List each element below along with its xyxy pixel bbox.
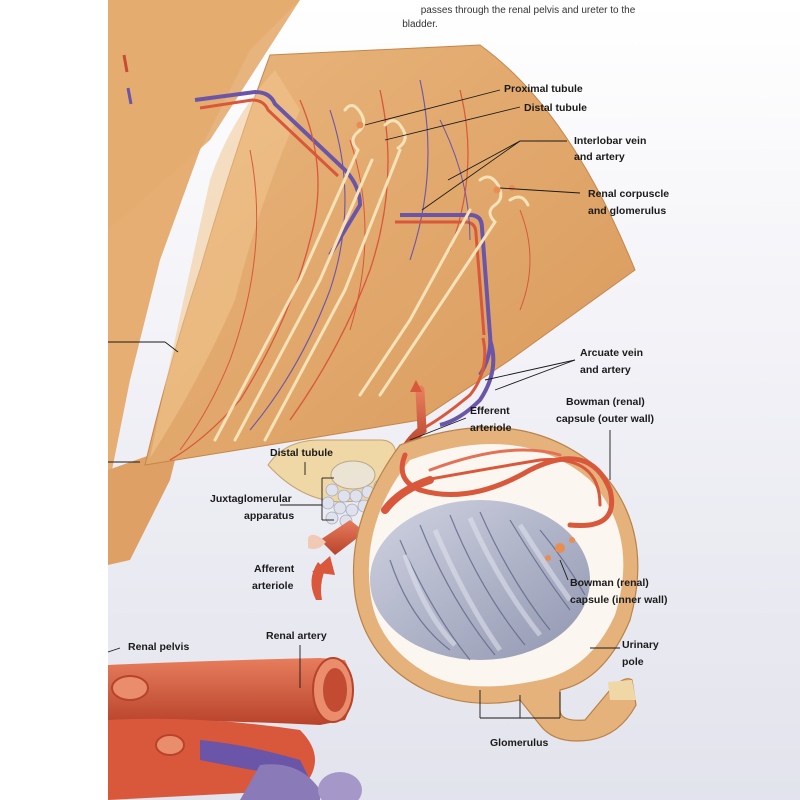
label-juxta-2: apparatus: [244, 510, 294, 522]
renal-artery-section: [108, 657, 362, 800]
label-bowman-inner-1: Bowman (renal): [570, 577, 649, 589]
label-afferent-2: arteriole: [252, 580, 294, 592]
pyramid-vessels: [169, 79, 531, 461]
label-efferent-2: arteriole: [470, 422, 512, 434]
leader-lines: [107, 89, 620, 719]
caption-line-2: bladder.: [402, 19, 438, 30]
caption-line-1: passes through the renal pelvis and uret…: [421, 5, 636, 16]
renal-corpuscle-dots: [356, 121, 515, 194]
label-distal-tubule-mid: Distal tubule: [270, 447, 333, 459]
afferent-arteriole: [308, 520, 365, 600]
label-bowman-outer-2: capsule (outer wall): [556, 413, 654, 425]
distal-tubule-segment: [267, 439, 397, 503]
label-afferent-1: Afferent: [254, 563, 295, 575]
pyramid-tubules: [213, 104, 530, 442]
label-urinary-pole-2: pole: [622, 656, 644, 668]
glomerulus-capillaries: [370, 500, 590, 661]
renal-pyramid: [144, 44, 636, 466]
label-juxta-1: Juxtaglomerular: [210, 493, 292, 505]
label-interlobar-1: Interlobar vein: [574, 135, 646, 147]
kidney-tissue: [108, 0, 300, 565]
label-efferent-1: Efferent: [470, 405, 510, 417]
efferent-arteriole-loops: [381, 448, 614, 529]
label-bowman-outer-1: Bowman (renal): [566, 396, 645, 408]
label-renal-artery: Renal artery: [266, 630, 327, 642]
label-interlobar-2: and artery: [574, 151, 625, 163]
label-renal-corpuscle-1: Renal corpuscle: [588, 188, 669, 200]
label-renal-pelvis: Renal pelvis: [128, 641, 189, 653]
label-arcuate-1: Arcuate vein: [580, 347, 643, 359]
label-bowman-inner-2: capsule (inner wall): [570, 594, 667, 606]
label-urinary-pole-1: Urinary: [622, 639, 659, 651]
label-renal-corpuscle-2: and glomerulus: [588, 205, 666, 217]
label-arcuate-2: and artery: [580, 364, 631, 376]
label-proximal-tubule: Proximal tubule: [504, 83, 583, 95]
labels: Proximal tubule Distal tubule Interlobar…: [128, 83, 669, 749]
label-glomerulus: Glomerulus: [490, 737, 549, 749]
label-distal-tubule-top: Distal tubule: [524, 102, 587, 114]
